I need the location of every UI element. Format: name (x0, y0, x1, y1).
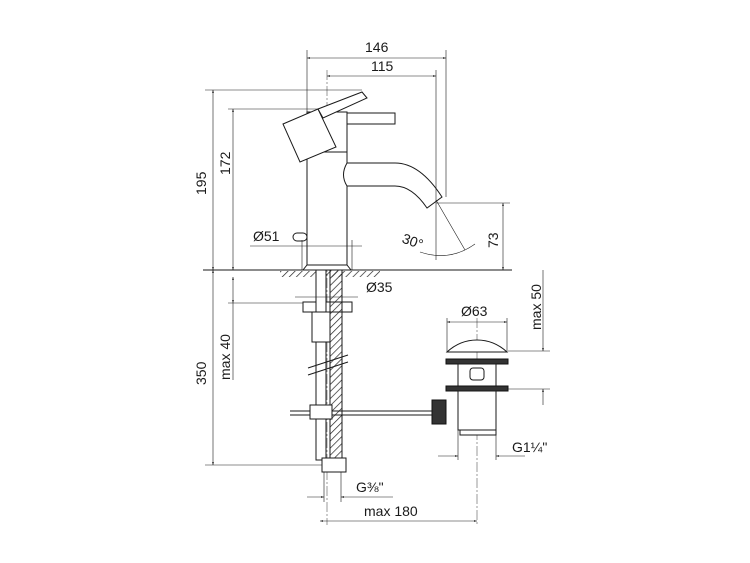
dim-hose-length: 350 (193, 361, 209, 385)
dim-lever-angle: 30° (400, 230, 425, 252)
dim-spout-reach: 115 (371, 58, 394, 74)
supply-hoses (302, 269, 353, 473)
pop-up-knob (292, 232, 308, 242)
dim-spout-height: 73 (485, 232, 501, 248)
waste-valve (445, 339, 509, 436)
dim-max-deck-thickness: max 40 (217, 334, 233, 380)
dim-overall-depth: 146 (365, 39, 389, 55)
deck-surface (203, 269, 512, 277)
dim-waste-diameter: Ø63 (461, 303, 488, 319)
spout (343, 162, 443, 209)
dim-hole-diameter: Ø35 (366, 279, 393, 295)
lever-stem (346, 112, 396, 125)
dim-max-rod-distance: max 180 (364, 503, 418, 519)
dim-base-diameter: Ø51 (253, 228, 280, 244)
mixer-body (301, 111, 353, 271)
dim-supply-thread: G⅜" (356, 479, 384, 495)
pop-up-rod (290, 399, 447, 425)
dim-waste-thread: G1¼" (512, 439, 547, 455)
dim-max-basin-thickness: max 50 (528, 284, 544, 330)
lever-handle (282, 91, 368, 163)
dim-overall-height: 195 (193, 171, 209, 195)
dim-lever-height: 172 (217, 151, 233, 175)
